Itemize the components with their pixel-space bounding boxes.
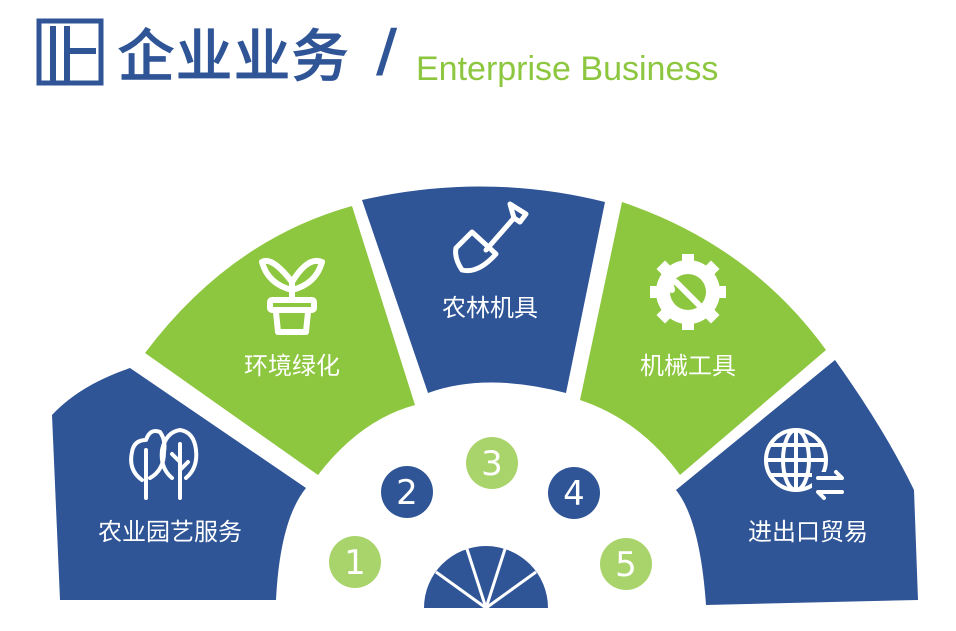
page-subtitle: Enterprise Business [416,50,719,88]
segment-environment-greening [145,206,415,475]
number-5: 5 [615,545,637,585]
number-circle-3 [466,437,518,489]
number-1: 1 [344,543,366,583]
page-title: 企业业务 [118,25,350,90]
segment-label-import-export-trade: 进出口贸易 [748,518,868,546]
number-circle-1 [329,536,381,588]
trees-icon [129,428,199,500]
sprout-pot-icon [259,258,325,335]
number-3: 3 [481,444,503,484]
segment-label-agri-forestry-machinery: 农林机具 [442,294,538,322]
shovel-icon [453,201,529,274]
number-circle-2 [381,466,433,518]
segment-mechanical-tools [580,202,826,475]
number-circle-4 [548,467,600,519]
number-4: 4 [563,474,585,514]
center-mini-fan-icon [424,546,548,610]
number-2: 2 [396,473,418,513]
gear-wrench-icon [650,254,726,330]
building-logo-icon [36,18,104,86]
number-circle-5 [600,538,652,590]
title-separator: / [376,16,398,84]
segment-label-mechanical-tools: 机械工具 [640,352,736,380]
segment-label-environment-greening: 环境绿化 [244,352,340,380]
globe-exchange-icon [764,428,846,500]
segment-label-agri-garden-service: 农业园艺服务 [98,518,242,546]
segment-agri-forestry-machinery [362,186,605,393]
